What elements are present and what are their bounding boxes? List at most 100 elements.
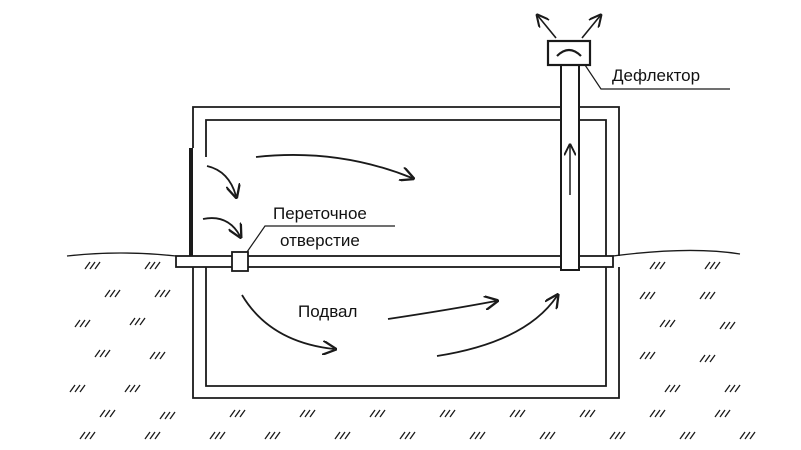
soil-hatch-mark [709, 261, 716, 270]
soil-hatch-mark [669, 319, 676, 328]
soil-hatch-mark [584, 409, 591, 418]
soil-hatch-mark [669, 384, 676, 393]
soil-hatch-mark [689, 431, 696, 440]
soil-hatch-mark [129, 384, 136, 393]
soil-hatch-mark [139, 317, 146, 326]
airflow-arrow [255, 154, 412, 178]
soil-hatch-mark [149, 431, 156, 440]
soil-hatch-mark [649, 261, 656, 270]
soil-hatch-mark [699, 354, 706, 363]
soil-hatch-mark [474, 431, 481, 440]
soil-hatch-mark [69, 384, 76, 393]
soil-hatch-mark [134, 317, 141, 326]
floor-slab [175, 255, 614, 268]
transfer-hole-leader [246, 225, 395, 253]
deflector-leader [584, 64, 730, 90]
soil-hatch-mark [744, 431, 751, 440]
soil-hatch-mark [609, 431, 616, 440]
ground-line [66, 252, 177, 257]
soil-hatch-mark [299, 409, 306, 418]
soil-hatch-mark [449, 409, 456, 418]
soil-hatch-mark [154, 289, 161, 298]
soil-hatch-mark [714, 261, 721, 270]
soil-hatch-mark [664, 319, 671, 328]
soil-hatch-mark [164, 289, 171, 298]
soil-hatch-mark [309, 409, 316, 418]
soil-hatch-mark [399, 431, 406, 440]
soil-hatch-mark [144, 431, 151, 440]
soil-hatch-mark [644, 291, 651, 300]
soil-hatch-mark [334, 431, 341, 440]
soil-hatch-mark [654, 409, 661, 418]
soil-hatch-mark [209, 431, 216, 440]
soil-hatch-mark [729, 321, 736, 330]
soil-hatch-mark [409, 431, 416, 440]
soil-hatch-mark [439, 409, 446, 418]
soil-hatch-mark [509, 409, 516, 418]
soil-hatch-mark [79, 319, 86, 328]
soil-hatch-mark [339, 431, 346, 440]
soil-hatch-mark [479, 431, 486, 440]
soil-hatch-mark [579, 409, 586, 418]
soil-hatch-mark [659, 261, 666, 270]
transfer-hole-label-line1: Переточное [273, 204, 367, 223]
soil-hatch-mark [639, 351, 646, 360]
soil-hatch-mark [734, 384, 741, 393]
soil-hatch-mark [269, 431, 276, 440]
ground-line [612, 249, 741, 257]
soil-hatch-mark [159, 411, 166, 420]
soil-hatch-mark [154, 431, 161, 440]
soil-hatch-mark [104, 409, 111, 418]
soil-hatch-mark [154, 351, 161, 360]
soil-hatch-mark [654, 261, 661, 270]
soil-hatch-mark [159, 351, 166, 360]
transfer-hole [231, 251, 249, 272]
soil-hatch-mark [404, 431, 411, 440]
soil-hatch-mark [724, 321, 731, 330]
soil-hatch-mark [74, 319, 81, 328]
soil-hatch-mark [104, 289, 111, 298]
soil-hatch-mark [369, 409, 376, 418]
soil-hatch-mark [614, 431, 621, 440]
exhaust-arrow-left [538, 16, 557, 39]
airflow-arrow [241, 294, 334, 349]
soil-hatch-mark [304, 409, 311, 418]
soil-hatch-mark [699, 291, 706, 300]
deflector-label: Дефлектор [612, 66, 701, 85]
soil-hatch-mark [79, 384, 86, 393]
soil-hatch-mark [719, 409, 726, 418]
soil-hatch-mark [99, 349, 106, 358]
soil-hatch-mark [709, 354, 716, 363]
soil-hatch-mark [749, 431, 756, 440]
soil-hatch-mark [234, 409, 241, 418]
soil-hatch-mark [649, 409, 656, 418]
soil-hatch-mark [704, 354, 711, 363]
soil-hatch-mark [114, 289, 121, 298]
soil-hatch-mark [374, 409, 381, 418]
soil-hatch-mark [144, 261, 151, 270]
soil-hatch-mark [704, 291, 711, 300]
soil-hatching [69, 261, 756, 440]
soil-hatch-mark [684, 431, 691, 440]
soil-hatch-mark [124, 384, 131, 393]
soil-hatch-mark [679, 431, 686, 440]
soil-hatch-mark [109, 409, 116, 418]
deflector-cap [556, 48, 582, 57]
soil-hatch-mark [79, 431, 86, 440]
basement-inner-wall [205, 267, 607, 387]
soil-hatch-mark [159, 289, 166, 298]
soil-hatch-mark [94, 261, 101, 270]
basement-outer-wall [192, 267, 620, 399]
soil-hatch-mark [169, 411, 176, 420]
airflow-arrow [206, 165, 236, 196]
soil-hatch-mark [379, 409, 386, 418]
soil-hatch-mark [129, 317, 136, 326]
soil-hatch-mark [639, 291, 646, 300]
soil-hatch-mark [724, 384, 731, 393]
soil-hatch-mark [99, 409, 106, 418]
soil-hatch-mark [704, 261, 711, 270]
room-outer-wall [192, 106, 620, 256]
deflector [546, 39, 592, 67]
soil-hatch-mark [649, 351, 656, 360]
